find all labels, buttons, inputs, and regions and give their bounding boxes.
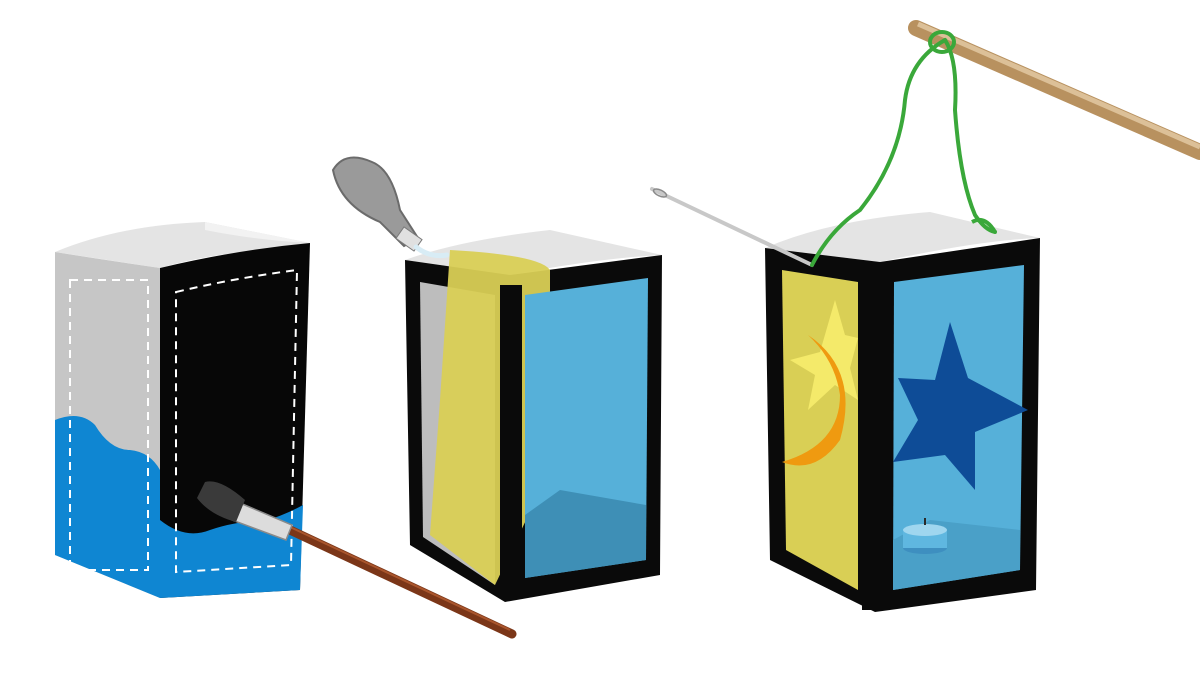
carton-1-blue-paint-left [55, 416, 160, 598]
carton-1-cut-line-left [69, 279, 149, 571]
carton-step-1 [55, 222, 310, 598]
lantern-3-inner-top [765, 212, 1040, 262]
seven-point-star-icon [893, 322, 1028, 490]
paintbrush-icon [197, 481, 517, 639]
lantern-stick-icon [908, 20, 1200, 160]
moon-icon [782, 335, 846, 466]
carton-1-cut-line-right [175, 268, 299, 574]
lantern-3-left-window [782, 270, 858, 590]
carton-1-opening [205, 222, 310, 243]
lantern-step-2 [405, 230, 662, 602]
tealight-icon [903, 518, 947, 554]
lantern-3-divider [862, 270, 888, 610]
glue-tube-icon [331, 156, 450, 259]
needle-icon [650, 187, 814, 267]
carton-1-right-face [160, 243, 310, 598]
lantern-2-divider [500, 285, 522, 597]
lantern-2-right-window-floor [525, 490, 646, 578]
hanging-string-icon [810, 30, 997, 267]
lantern-step-3 [765, 212, 1040, 612]
